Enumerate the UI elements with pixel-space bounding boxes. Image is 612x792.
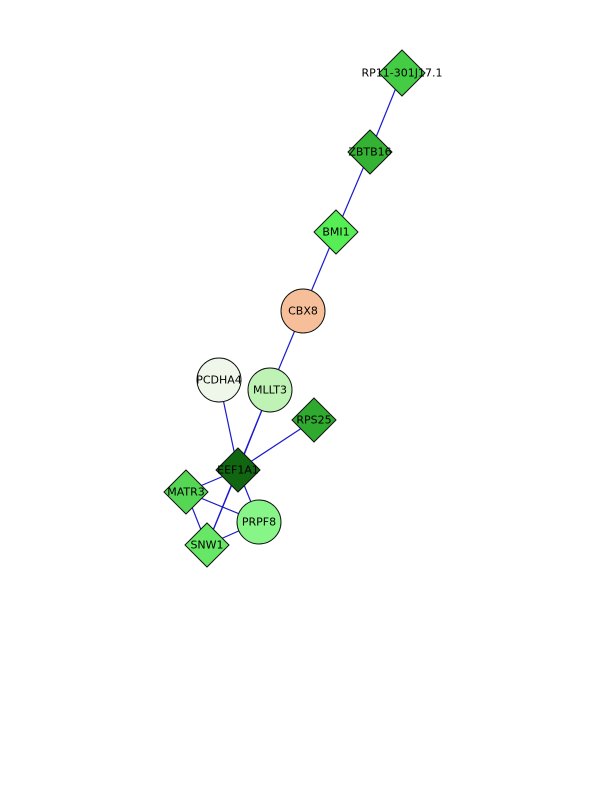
circle-node-shape: [196, 357, 242, 403]
node-label: RP11-301J17.1: [362, 67, 443, 80]
node-zbtb16[interactable]: ZBTB16: [347, 129, 393, 175]
node-label: PRPF8: [242, 516, 276, 529]
diamond-node-shape: [347, 129, 393, 175]
diamond-node-shape: [313, 209, 359, 255]
node-cbx8[interactable]: CBX8: [280, 288, 326, 334]
node-bmi1[interactable]: BMI1: [313, 209, 359, 255]
circle-node-shape: [280, 288, 326, 334]
node-eef1a1[interactable]: EEF1A1: [215, 447, 261, 493]
diamond-node-shape: [378, 49, 426, 97]
node-layer: RP11-301J17.1ZBTB16BMI1CBX8PCDHA4MLLT3RP…: [163, 49, 443, 568]
diamond-node-shape: [184, 522, 230, 568]
node-snw1[interactable]: SNW1: [184, 522, 230, 568]
node-pcdha4[interactable]: PCDHA4: [196, 357, 242, 403]
node-rp11-301j17-1[interactable]: RP11-301J17.1: [362, 49, 443, 97]
node-label: RPS25: [296, 414, 331, 427]
node-label: EEF1A1: [217, 464, 259, 477]
node-label: CBX8: [288, 305, 318, 318]
node-label: PCDHA4: [196, 374, 242, 387]
node-label: MLLT3: [253, 384, 287, 397]
node-label: BMI1: [322, 226, 349, 239]
circle-node-shape: [236, 499, 282, 545]
diamond-node-shape: [291, 397, 337, 443]
circle-node-shape: [247, 367, 293, 413]
diamond-node-shape: [163, 469, 209, 515]
node-matr3[interactable]: MATR3: [163, 469, 209, 515]
diamond-node-shape: [215, 447, 261, 493]
node-label: MATR3: [167, 486, 205, 499]
node-mllt3[interactable]: MLLT3: [247, 367, 293, 413]
node-rps25[interactable]: RPS25: [291, 397, 337, 443]
node-label: ZBTB16: [348, 146, 391, 159]
node-label: SNW1: [190, 539, 223, 552]
node-prpf8[interactable]: PRPF8: [236, 499, 282, 545]
